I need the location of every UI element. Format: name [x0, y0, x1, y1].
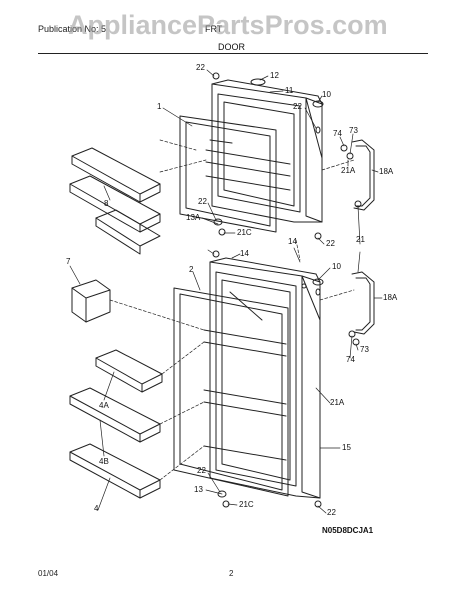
publication-label: Publication No: 5	[38, 24, 107, 34]
callout-4: 4	[94, 504, 99, 513]
watermark: AppliancePartsPros.com	[68, 10, 388, 40]
callout-10: 10	[322, 90, 331, 99]
callout-1: 1	[157, 102, 162, 111]
callout-13a: 13A	[186, 213, 201, 222]
fresh-food-shelf-4	[69, 443, 161, 499]
freezer-gasket-1	[179, 115, 277, 233]
callout-22: 22	[197, 466, 206, 475]
callout-21a: 21A	[330, 398, 345, 407]
fresh-food-hardware	[212, 250, 360, 508]
fresh-food-gasket-2	[173, 287, 289, 497]
callout-2: 2	[189, 265, 194, 274]
header-divider	[38, 53, 428, 54]
callout-21a: 21A	[341, 166, 356, 175]
dairy-container-7	[71, 279, 111, 323]
callout-14: 14	[240, 249, 249, 258]
leader-lines	[69, 69, 383, 514]
callout-10: 10	[332, 262, 341, 271]
freezer-door-shelf-8	[69, 147, 161, 255]
fresh-food-shelf-4b	[69, 387, 161, 443]
callout-15: 15	[342, 443, 351, 452]
callout-21c: 21C	[237, 228, 252, 237]
freezer-door-outer-11	[211, 79, 323, 223]
fresh-food-shelf-4a	[95, 349, 163, 393]
callout-12: 12	[270, 71, 279, 80]
callout-4a: 4A	[99, 401, 109, 410]
footer-page-number: 2	[229, 569, 234, 578]
footer-date: 01/04	[38, 569, 59, 578]
callout-73: 73	[349, 126, 358, 135]
fresh-food-handle-18a	[351, 271, 375, 335]
callout-18a: 18A	[379, 167, 394, 176]
callout-4b: 4B	[99, 457, 109, 466]
callout-74: 74	[346, 355, 355, 364]
fresh-food-door-liner	[203, 271, 297, 487]
callout-8: 8	[104, 199, 109, 208]
callout-22: 22	[293, 102, 302, 111]
callout-14: 14	[288, 237, 297, 246]
callout-13: 13	[194, 485, 203, 494]
freezer-handle-18a	[351, 139, 375, 211]
diagram-title: DOOR	[218, 42, 245, 52]
callout-21: 21	[356, 235, 365, 244]
fresh-food-door-outer-15	[209, 257, 321, 499]
callout-22: 22	[196, 63, 205, 72]
diagram-reference-code: N05D8DCJA1	[322, 526, 374, 535]
callout-11: 11	[285, 86, 294, 95]
freezer-hardware	[212, 72, 362, 240]
callout-18a: 18A	[383, 293, 398, 302]
callout-22: 22	[327, 508, 336, 517]
callout-7: 7	[66, 257, 71, 266]
callout-21c: 21C	[239, 500, 254, 509]
callout-22: 22	[198, 197, 207, 206]
callout-73: 73	[360, 345, 369, 354]
callout-22: 22	[326, 239, 335, 248]
freezer-door-liner	[205, 93, 301, 213]
callout-74: 74	[333, 129, 342, 138]
model-label: FRT	[205, 24, 223, 34]
